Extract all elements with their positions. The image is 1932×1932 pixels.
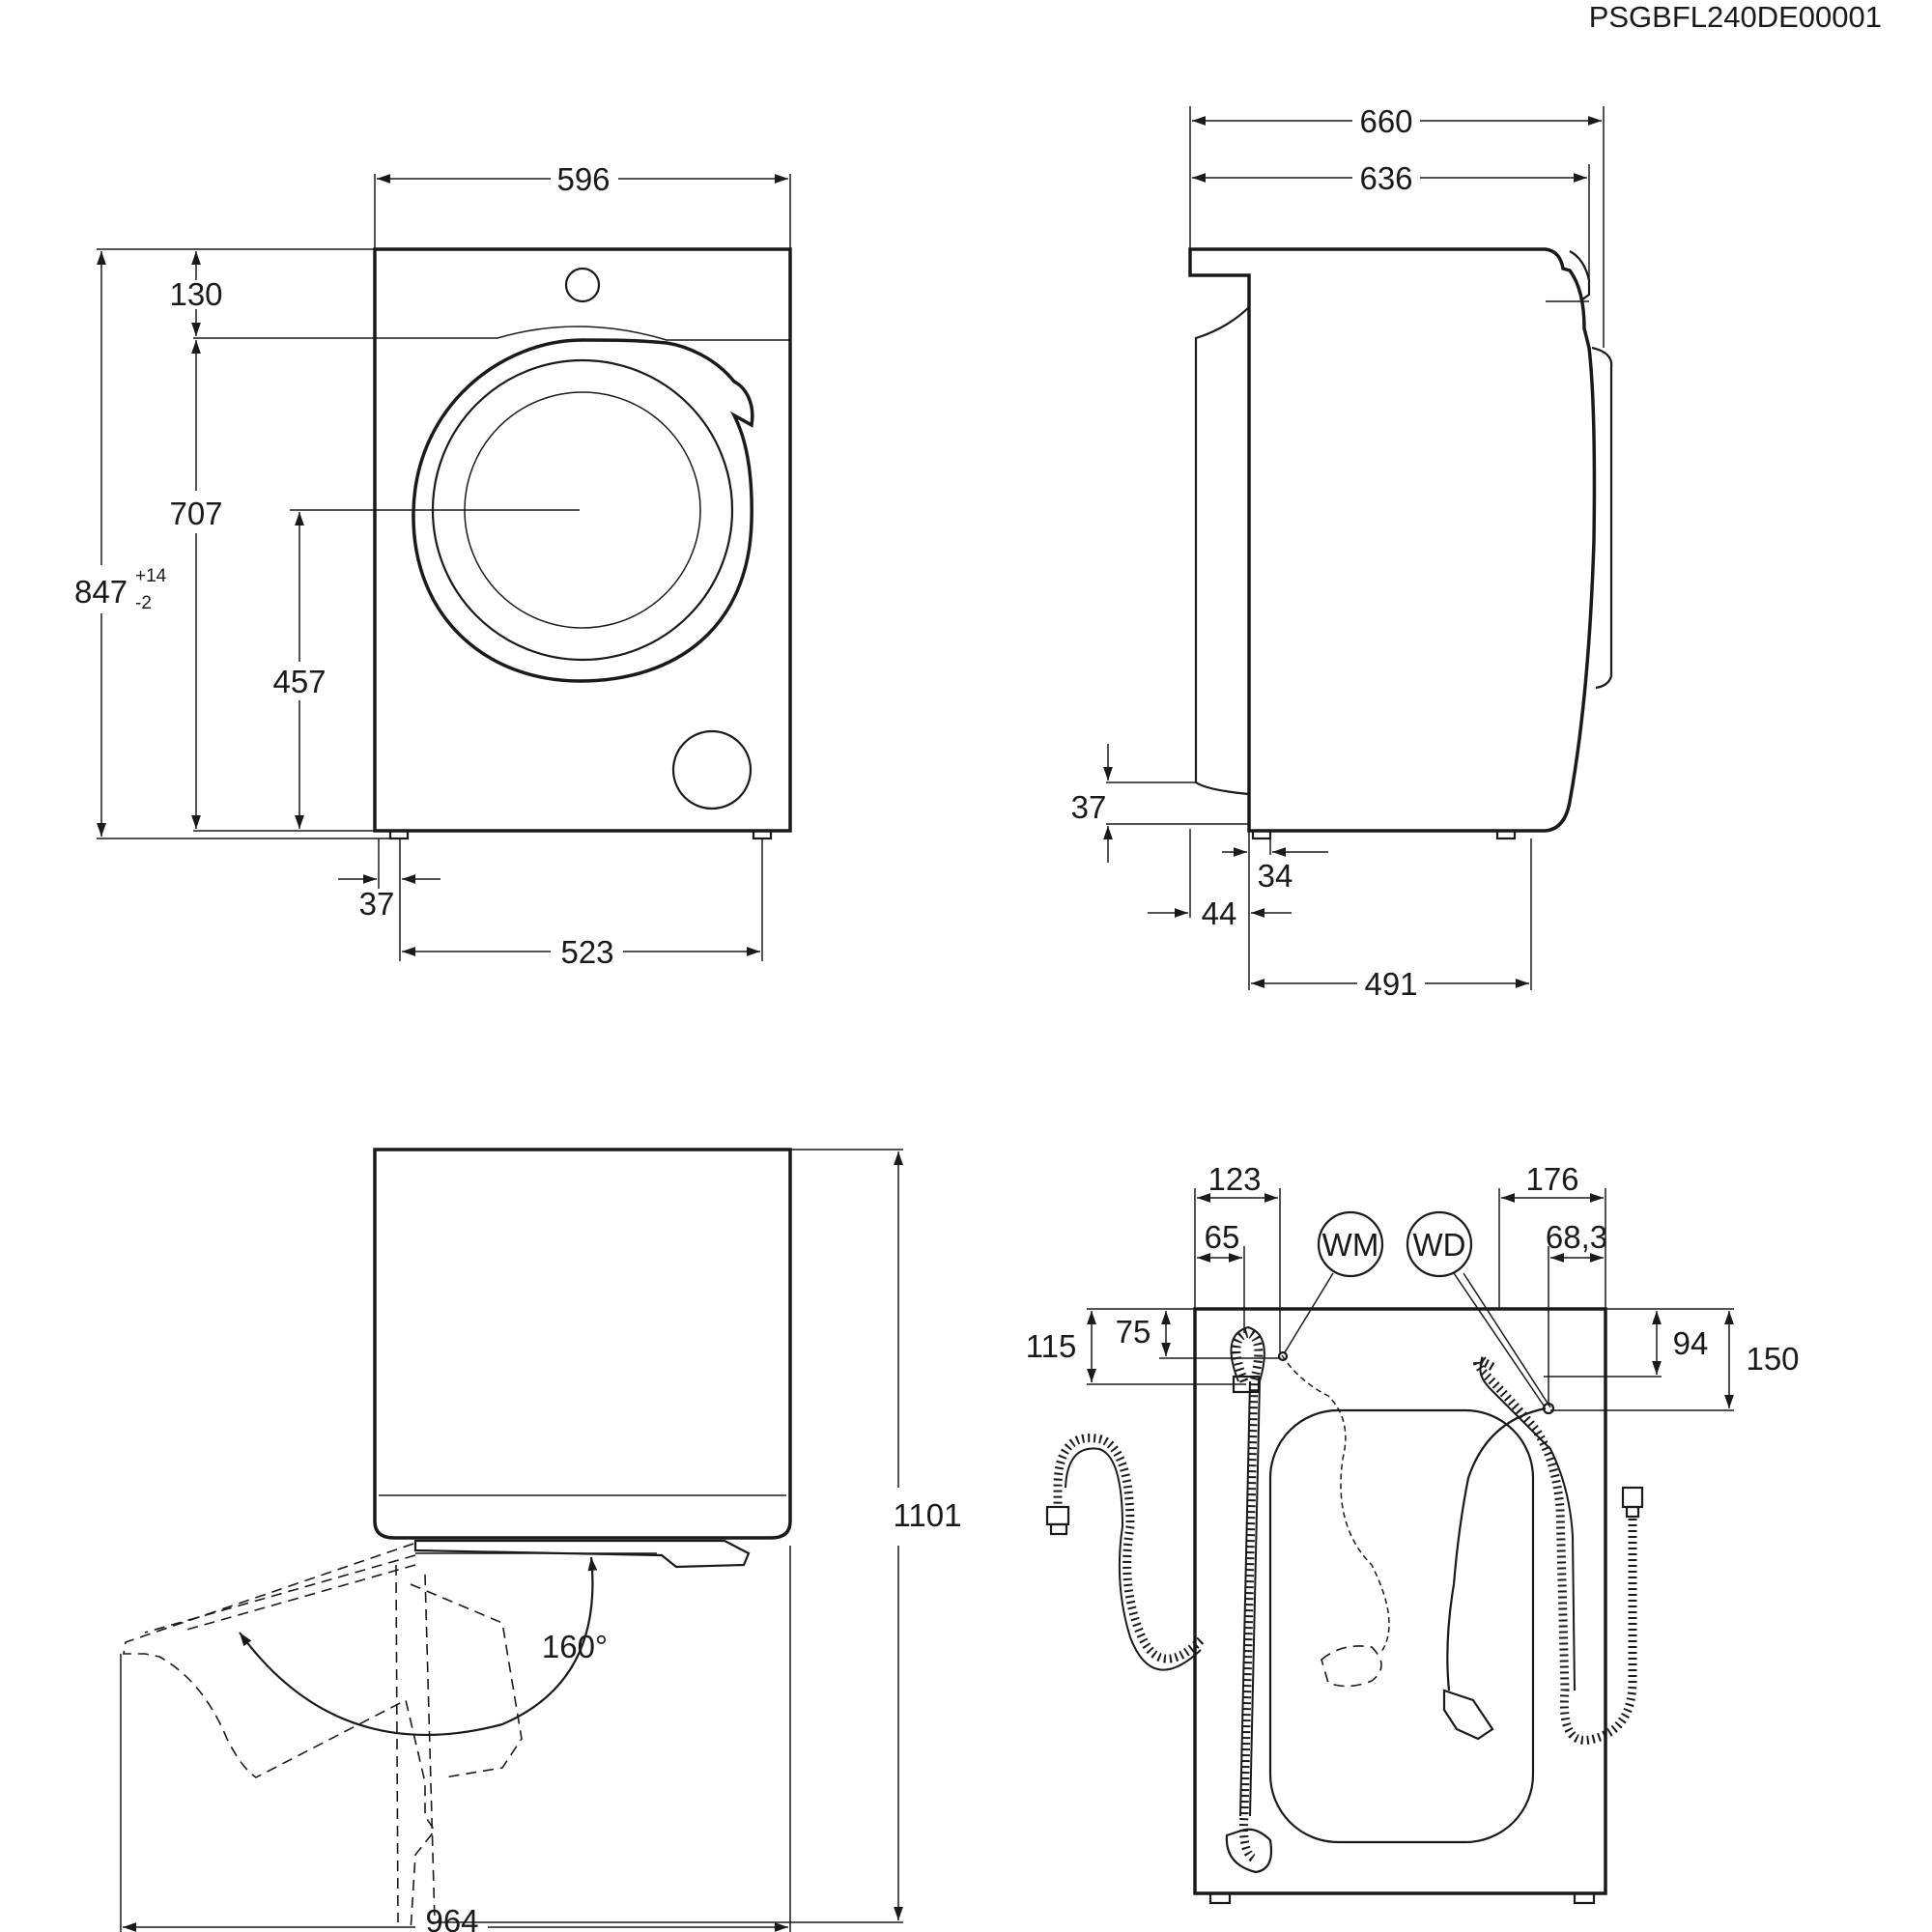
side-foot-front — [1495, 829, 1517, 840]
dim-feet-depth: 491 — [1364, 966, 1417, 1002]
rear-foot-left — [1208, 1891, 1232, 1905]
power-plug — [1442, 1689, 1494, 1741]
wd-power-cable — [1446, 1406, 1547, 1691]
dim-total-height-tol-minus: -2 — [135, 593, 152, 613]
wd-drain-connector — [1621, 1486, 1644, 1509]
inlet-hose-left — [1053, 1434, 1205, 1663]
wm-label-circle — [1317, 1210, 1384, 1278]
wm-power-cable — [1281, 1354, 1390, 1653]
filter-cap — [671, 729, 753, 810]
dim-front-width: 596 — [556, 161, 610, 197]
wm-label: WM — [1322, 1227, 1379, 1263]
rear-panel-recess — [1268, 1408, 1535, 1844]
dim-total-height-tol-plus: +14 — [135, 566, 167, 586]
front-top-panel-line — [375, 326, 790, 341]
wd-label-circle — [1406, 1210, 1473, 1278]
open-door-dashed — [123, 1543, 436, 1932]
side-door-bulge — [1591, 346, 1613, 690]
dim-door-section: 707 — [169, 496, 222, 531]
top-body — [373, 1148, 792, 1540]
dim-total-height: 847 — [74, 574, 128, 610]
dim-wm-drain-x: 65 — [1205, 1219, 1240, 1255]
program-knob — [564, 267, 601, 303]
door-open-view: 1101 964 160° — [120, 1148, 962, 1932]
side-body — [1188, 247, 1597, 833]
dim-top-panel: 130 — [169, 276, 222, 312]
dim-wd-inlet-x: 176 — [1525, 1161, 1578, 1197]
wd-drain-hose — [1472, 1356, 1637, 1745]
rear-view: WM WD 123 65 115 75 176 — [1026, 1161, 1800, 1905]
closed-door-plan — [413, 1539, 751, 1569]
wd-label: WD — [1413, 1227, 1466, 1263]
rear-body — [1193, 1307, 1607, 1895]
dim-wm-inlet-y: 115 — [1026, 1328, 1077, 1364]
inlet-hose-left-connector — [1045, 1505, 1070, 1526]
dim-wm-drain-y: 75 — [1116, 1314, 1151, 1350]
front-cabinet — [373, 247, 792, 833]
dim-foot-offset: 37 — [359, 886, 395, 922]
side-back-recess — [1194, 275, 1251, 796]
front-foot-left — [388, 829, 410, 840]
dim-body-depth: 636 — [1359, 160, 1412, 196]
dim-door-center: 457 — [272, 664, 326, 699]
dim-wd-drain-y: 150 — [1746, 1341, 1799, 1377]
front-view: 596 130 707 457 847 +14 -2 37 523 — [74, 161, 792, 970]
dim-back-offset: 44 — [1202, 895, 1237, 931]
side-foot-back — [1251, 829, 1272, 840]
dim-wm-inlet-x: 123 — [1208, 1161, 1261, 1197]
dim-depth-door-open: 964 — [425, 1903, 478, 1932]
dim-height-door-open: 1101 — [894, 1497, 962, 1533]
dim-wd-inlet-y: 94 — [1673, 1325, 1709, 1361]
dim-back-clearance: 37 — [1071, 789, 1107, 825]
opening-angle: 160° — [542, 1629, 608, 1664]
dim-feet-spacing: 523 — [560, 934, 613, 970]
opening-angle-arc — [239, 1556, 598, 1736]
side-view: 660 636 37 34 44 491 — [1071, 103, 1613, 1002]
door-outer-ring — [412, 338, 754, 683]
dim-total-height-value: 847 — [74, 574, 128, 610]
rear-foot-right — [1573, 1891, 1596, 1905]
drawing-code: PSGBFL240DE00001 — [1589, 0, 1882, 34]
dim-foot-setback: 34 — [1258, 858, 1293, 894]
dim-wd-drain-x: 68,3 — [1546, 1219, 1607, 1255]
dim-total-depth: 660 — [1359, 103, 1412, 139]
